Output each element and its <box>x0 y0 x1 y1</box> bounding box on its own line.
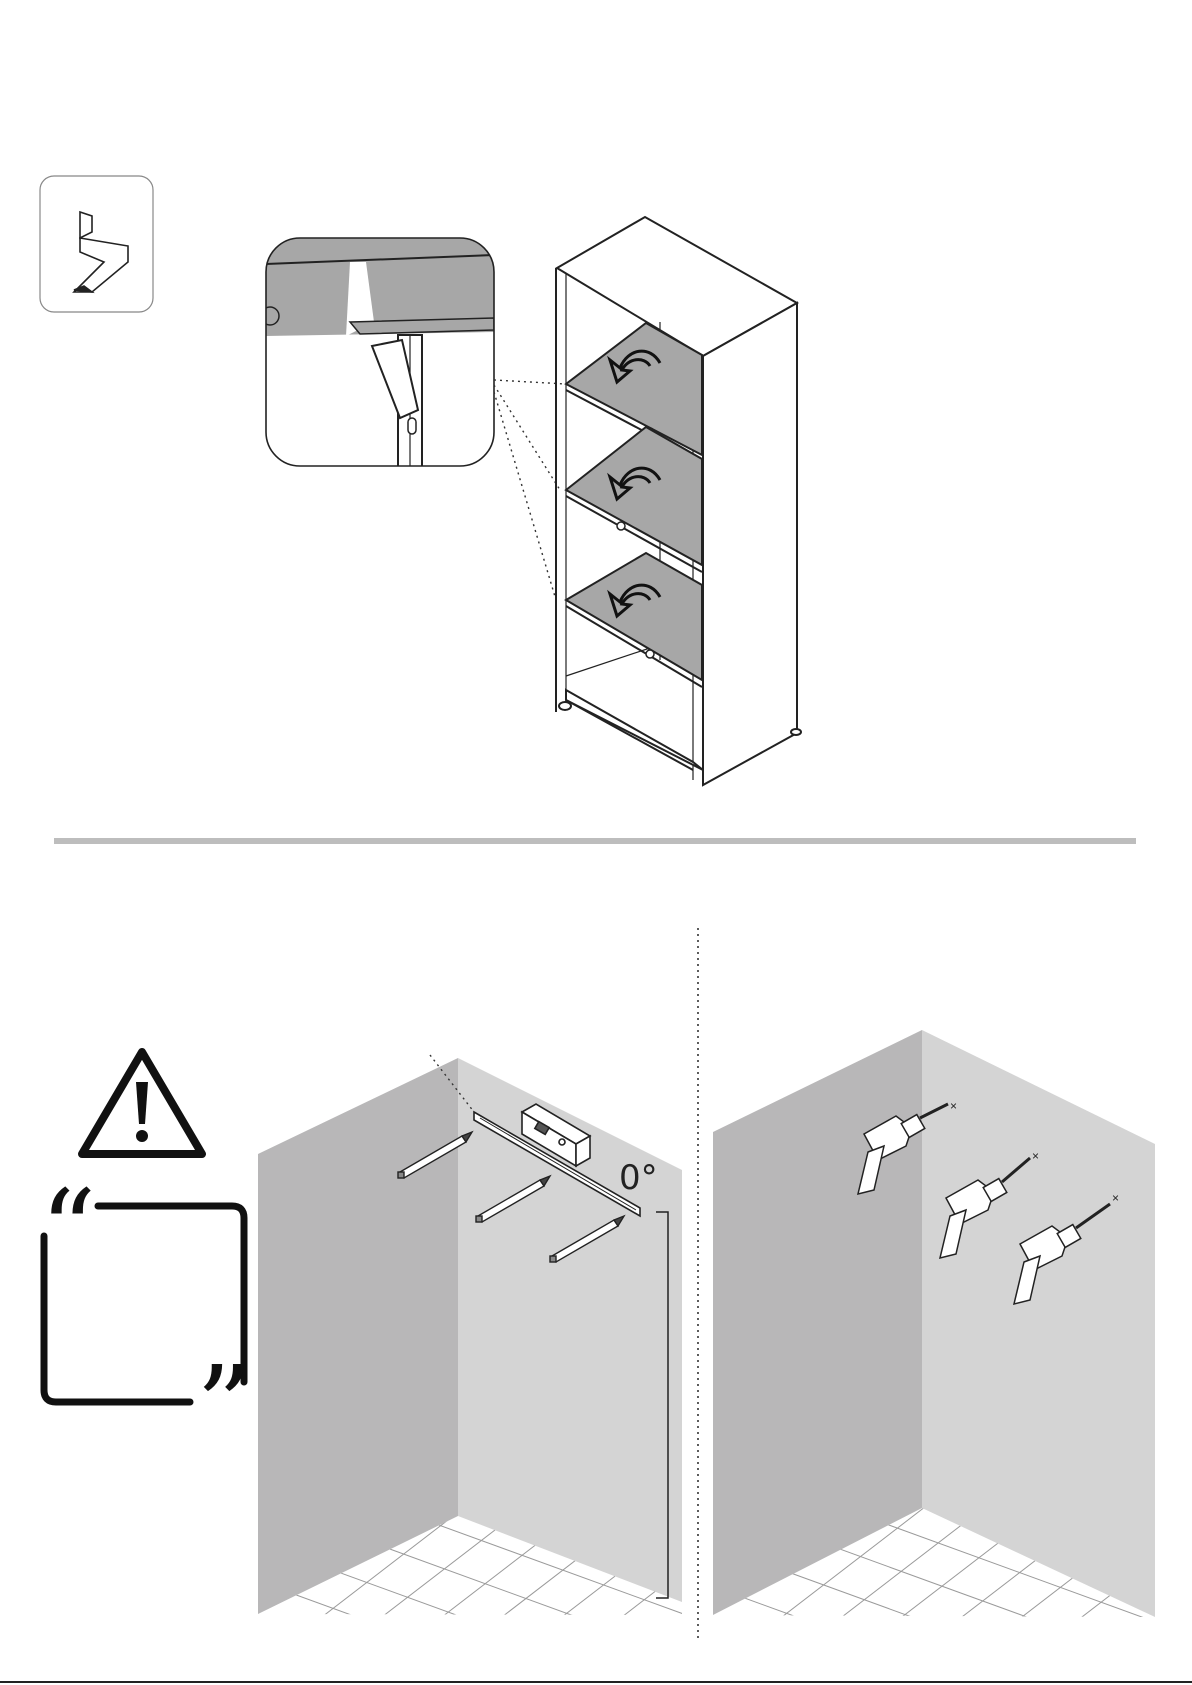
shelf-clip-closeup <box>261 238 494 475</box>
svg-text:”: ” <box>196 1342 252 1470</box>
quote-bubble-icon: “ ” <box>40 1166 252 1470</box>
level-degree-label: 0° <box>619 1158 658 1198</box>
warning-triangle-icon <box>82 1052 202 1154</box>
shelf-list <box>566 323 702 687</box>
part-icon-box <box>40 176 153 312</box>
shelf-item <box>566 553 702 687</box>
shelf-item <box>566 427 702 572</box>
svg-text:×: × <box>1112 1191 1119 1205</box>
room-drilling: × × × <box>640 1030 1192 1685</box>
svg-text:“: “ <box>40 1166 96 1294</box>
svg-text:×: × <box>950 1099 957 1113</box>
svg-text:×: × <box>1032 1149 1039 1163</box>
section-divider <box>54 838 1136 844</box>
